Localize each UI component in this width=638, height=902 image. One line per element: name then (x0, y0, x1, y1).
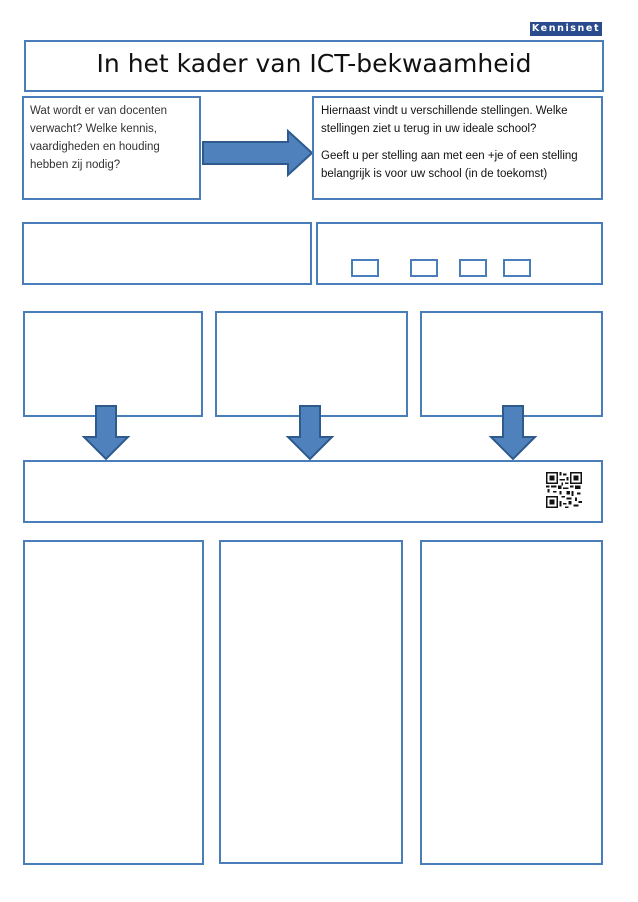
kennisnet-logo: Kennisnet (530, 22, 602, 36)
instruction-paragraph-2: Geeft u per stelling aan met een +je of … (321, 150, 578, 180)
question-box: Wat wordt er van docenten verwacht? Welk… (22, 96, 201, 200)
summary-box[interactable] (23, 460, 603, 523)
checkbox-2[interactable] (410, 259, 438, 277)
reflection-box-2[interactable] (219, 540, 403, 864)
instruction-paragraph-1: Hiernaast vindt u verschillende stelling… (321, 105, 568, 135)
checkbox-3[interactable] (459, 259, 487, 277)
title-box: In het kader van ICT-bekwaamheid (24, 40, 604, 92)
reflection-box-1[interactable] (23, 540, 204, 865)
knowledge-box-3[interactable] (420, 311, 603, 417)
qr-code-icon (546, 472, 582, 508)
instruction-box: Hiernaast vindt u verschillende stelling… (312, 96, 603, 200)
checkbox-1[interactable] (351, 259, 379, 277)
logo-text: Kennisnet (531, 23, 601, 34)
arrow-down-icon (488, 405, 538, 461)
knowledge-box-1[interactable] (23, 311, 203, 417)
arrow-down-icon (81, 405, 131, 461)
instruction-text: Hiernaast vindt u verschillende stelling… (321, 102, 595, 192)
question-text: Wat wordt er van docenten verwacht? Welk… (30, 105, 168, 171)
arrow-right-icon (202, 128, 314, 178)
knowledge-box-2[interactable] (215, 311, 408, 417)
arrow-down-icon (285, 405, 335, 461)
page-title: In het kader van ICT-bekwaamheid (96, 49, 532, 78)
checkbox-4[interactable] (503, 259, 531, 277)
reflection-box-3[interactable] (420, 540, 603, 865)
answer-box-wide[interactable] (22, 222, 312, 285)
